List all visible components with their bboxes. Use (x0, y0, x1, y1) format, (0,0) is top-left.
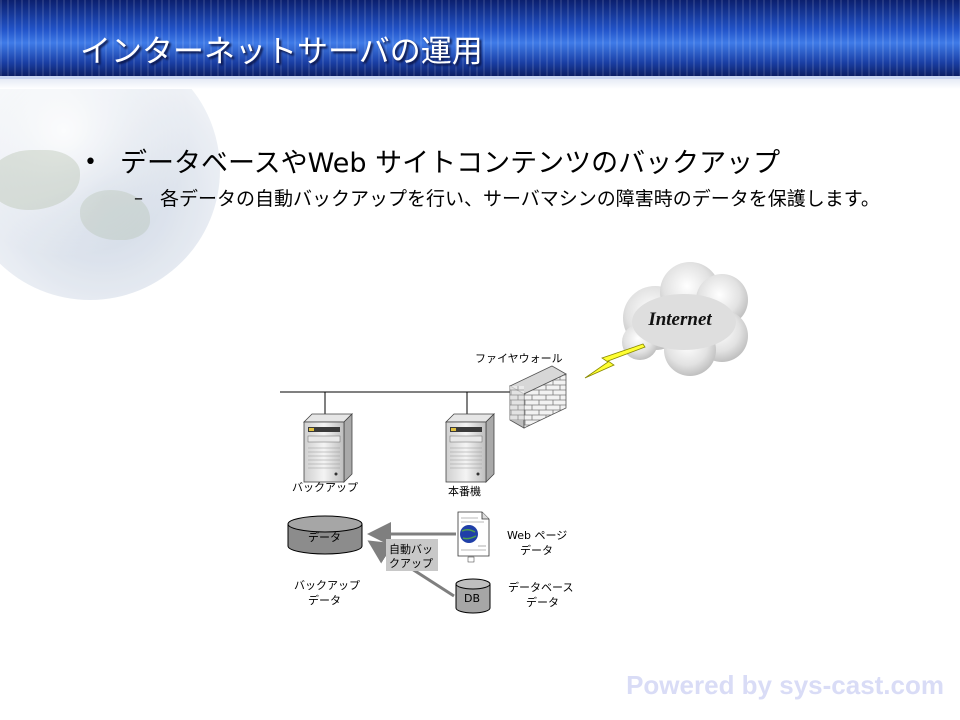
auto-backup-label-line2: クアップ (389, 557, 433, 570)
footer-credit: Powered by sys-cast.com (626, 670, 944, 700)
firewall-icon (509, 365, 567, 429)
production-server-icon (445, 413, 495, 483)
db-data-label-line2: データ (526, 595, 559, 609)
backup-data-label-line2: データ (308, 593, 341, 607)
bullet-main: データベースやWeb サイトコンテンツのバックアップ (120, 148, 781, 179)
internet-label: Internet (647, 309, 712, 330)
firewall-label: ファイヤウォール (475, 352, 563, 365)
production-server-label: 本番機 (448, 484, 481, 498)
header-divider (0, 76, 960, 79)
database-icon (455, 578, 491, 614)
web-page-data-label-line2: データ (520, 543, 553, 557)
bullet-marker: • (84, 150, 97, 175)
internet-cloud (622, 262, 748, 376)
web-page-icon (457, 511, 490, 563)
backup-disk-label: データ (308, 530, 341, 544)
auto-backup-box (386, 539, 438, 571)
backup-server-icon (303, 413, 353, 483)
lightning-bolt-icon (584, 343, 646, 379)
backup-server-label: バックアップ (292, 481, 358, 494)
db-label: DB (464, 592, 480, 605)
web-page-data-label-line1: Web ページ (507, 529, 567, 542)
header-shadow (0, 79, 960, 89)
backup-disk-icon (287, 515, 363, 555)
sub-bullet-marker: – (134, 188, 143, 209)
sub-bullet-text: 各データの自動バックアップを行い、サーバマシンの障害時のデータを保護します。 (160, 188, 880, 210)
header-band (0, 0, 960, 78)
db-data-label-line1: データベース (508, 580, 573, 594)
slide-title: インターネットサーバの運用 (80, 34, 483, 70)
backup-data-label-line1: バックアップ (294, 579, 360, 592)
globe-land (80, 190, 150, 240)
auto-backup-label-line1: 自動バッ (389, 542, 433, 556)
